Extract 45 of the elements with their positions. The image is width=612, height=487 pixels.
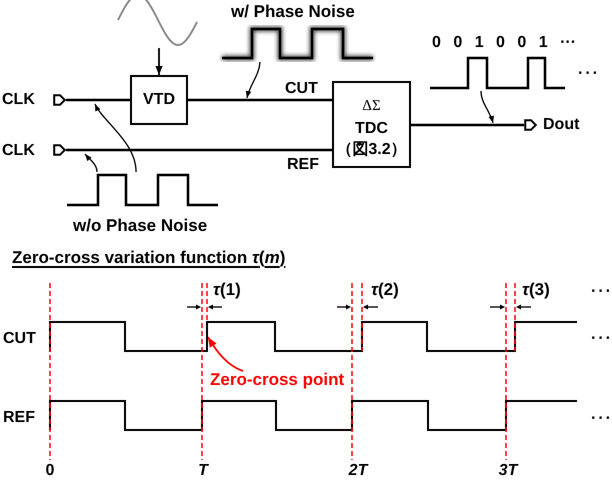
wire <box>188 98 332 102</box>
delay-label: τ(2) <box>371 281 399 298</box>
leader-arrow <box>84 154 98 172</box>
delay-label: τ(1) <box>213 281 241 298</box>
port-label: Dout <box>543 117 580 133</box>
arrow <box>155 48 163 75</box>
leader-arrow <box>207 336 244 372</box>
port-symbol <box>524 119 537 131</box>
port-label: CLK <box>2 92 35 108</box>
delay-label: τ(3) <box>522 281 550 298</box>
square-wave-drawing <box>64 172 221 208</box>
ellipsis: ··· <box>578 66 600 82</box>
signal-label: CUT <box>3 331 36 347</box>
box-label: TDC （図3.2） <box>335 119 408 160</box>
wire <box>66 98 130 102</box>
bit-sequence: 0 0 1 0 0 1 ··· <box>432 35 576 51</box>
ellipsis: ··· <box>591 284 612 300</box>
signal-label: REF <box>3 410 35 426</box>
axis-tick-label: 0 <box>46 463 54 479</box>
process-box <box>130 75 188 125</box>
leader-arrow <box>480 90 494 124</box>
waveform-caption: w/o Phase Noise <box>73 217 208 234</box>
axis-tick-label: 2T <box>348 463 368 479</box>
axis-tick-label: T <box>198 463 208 479</box>
section-heading: Zero-cross variation function τ(m) <box>12 249 286 266</box>
edge-label: CUT <box>285 81 318 97</box>
ellipsis: ··· <box>591 331 612 347</box>
wire <box>66 148 332 152</box>
leader-arrow <box>246 62 261 98</box>
waveform-caption: w/ Phase Noise <box>231 3 355 20</box>
axis-tick-label: 3T <box>498 463 518 479</box>
edge-label: REF <box>287 157 319 173</box>
process-box <box>332 81 411 168</box>
callout-text: Zero-cross point <box>210 371 344 388</box>
wire <box>411 124 524 126</box>
port-symbol <box>53 94 66 106</box>
ellipsis: ··· <box>591 411 612 427</box>
box-label: ΔΣ <box>362 99 381 114</box>
port-label: CLK <box>2 143 35 159</box>
port-symbol <box>53 144 66 156</box>
box-label: VTD <box>143 92 175 108</box>
rising-edge <box>206 321 208 352</box>
output-pulse-drawing <box>427 55 568 91</box>
sine-wave-drawing <box>116 0 200 48</box>
leader-arrow <box>94 104 137 172</box>
